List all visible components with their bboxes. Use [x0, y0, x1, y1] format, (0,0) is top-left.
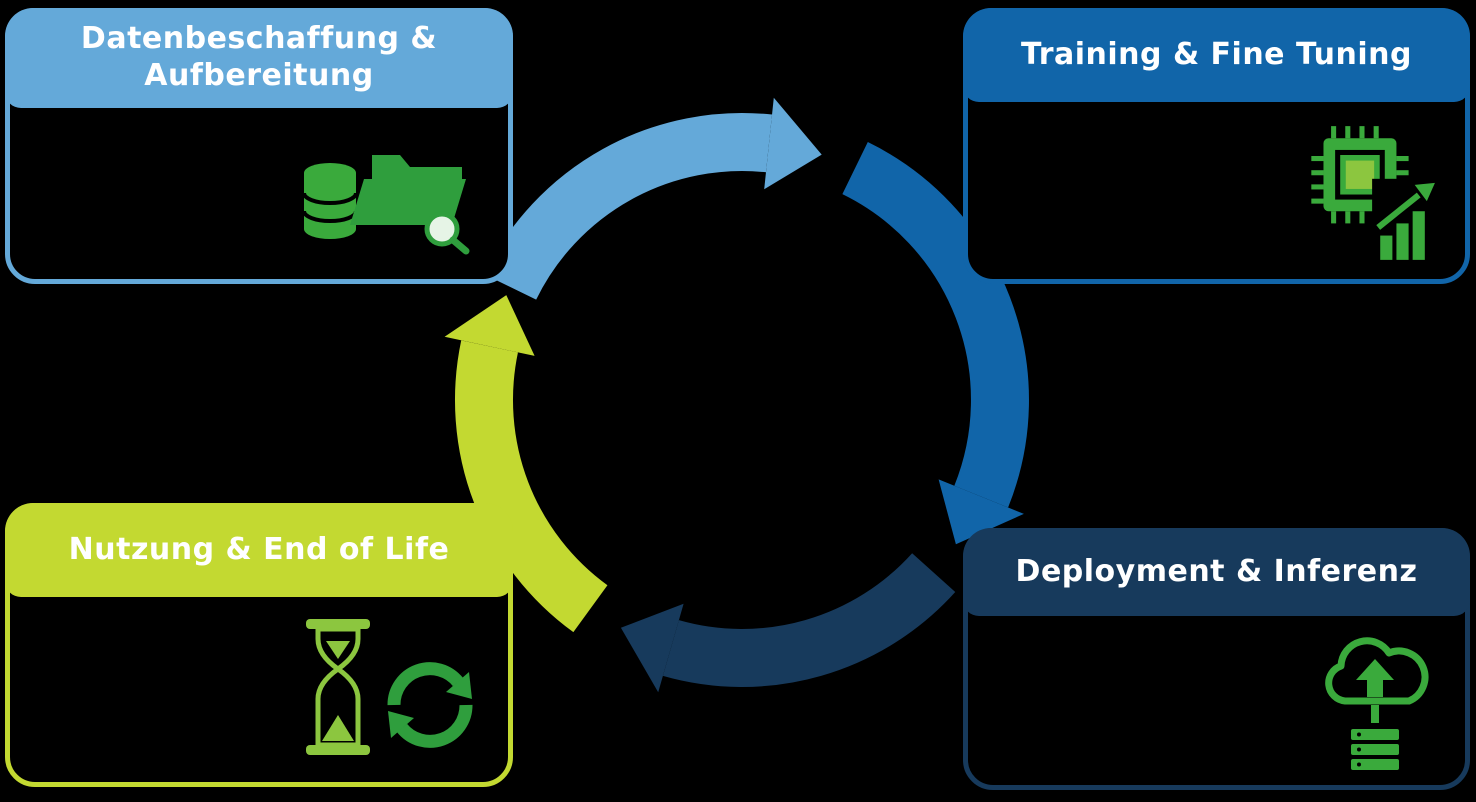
chip-growth-chart-icon	[1311, 126, 1439, 264]
card-deployment: Deployment & Inferenz	[963, 528, 1470, 790]
card-data-acquisition-header: Datenbeschaffung & Aufbereitung	[5, 8, 513, 108]
card-deployment-header: Deployment & Inferenz	[963, 528, 1470, 616]
card-deployment-title: Deployment & Inferenz	[1015, 553, 1418, 589]
cycle-segment-training	[842, 142, 1029, 508]
card-usage-end-of-life: Nutzung & End of Life	[5, 503, 513, 787]
card-training-body	[968, 107, 1465, 279]
card-usage-end-of-life-body	[10, 602, 508, 782]
cycle-segment-deployment	[662, 552, 956, 687]
card-training-title: Training & Fine Tuning	[1021, 36, 1412, 72]
card-usage-end-of-life-header: Nutzung & End of Life	[5, 503, 513, 597]
hourglass-recycle-icon	[306, 619, 473, 755]
cycle-arrowhead-deployment	[620, 603, 684, 693]
card-training-header: Training & Fine Tuning	[963, 8, 1470, 102]
cycle-segment-usage-end-of-life	[454, 340, 608, 633]
card-data-acquisition-title: Datenbeschaffung & Aufbereitung	[80, 21, 438, 93]
card-data-acquisition-body	[10, 113, 508, 279]
cloud-upload-server-icon	[1325, 637, 1429, 770]
card-usage-end-of-life-title: Nutzung & End of Life	[68, 531, 450, 567]
card-data-acquisition: Datenbeschaffung & Aufbereitung	[5, 8, 513, 284]
cycle-arrowhead-usage-end-of-life	[444, 295, 535, 356]
database-folder-search-icon	[302, 155, 470, 255]
card-training: Training & Fine Tuning	[963, 8, 1470, 284]
card-deployment-body	[968, 621, 1465, 785]
cycle-arrowhead-data-acquisition	[764, 97, 822, 190]
cycle-arrowhead-training	[938, 479, 1024, 545]
cycle-segment-data-acquisition	[484, 112, 773, 301]
